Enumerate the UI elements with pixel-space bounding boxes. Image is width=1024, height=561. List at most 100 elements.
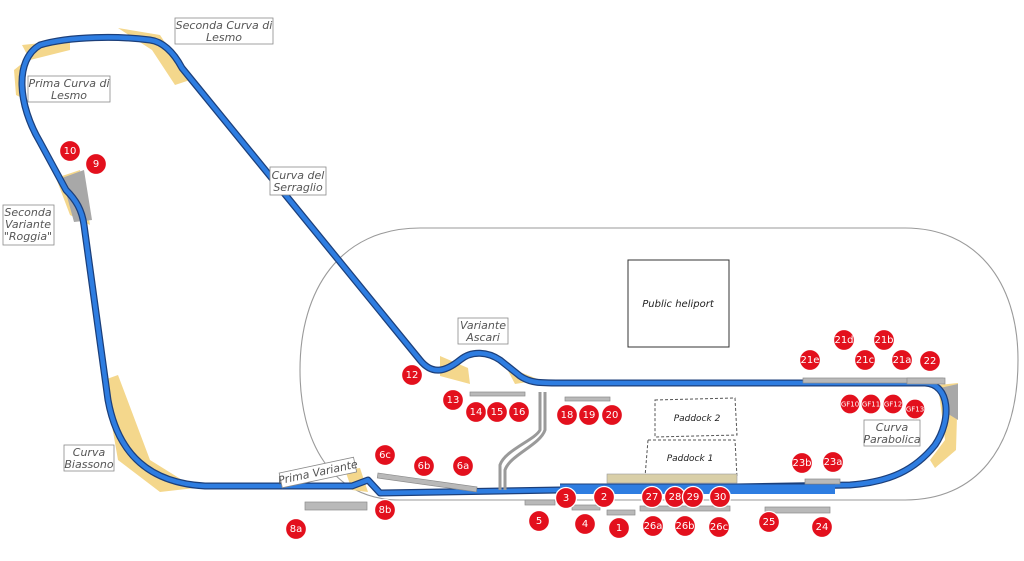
marker-21b: 21b <box>872 328 896 352</box>
marker-circle <box>810 515 834 539</box>
oval-boundary <box>299 227 1019 501</box>
svg-text:Lesmo: Lesmo <box>51 89 87 102</box>
marker-5: 5 <box>527 509 551 533</box>
marker-label: 27 <box>646 492 659 503</box>
marker-label: 16 <box>513 407 526 418</box>
corner-label-ascari: Variante Ascari <box>457 317 509 345</box>
marker-21d: 21d <box>832 328 856 352</box>
grandstands <box>304 377 946 516</box>
marker-circle <box>554 486 578 510</box>
marker-label: 14 <box>470 407 483 418</box>
marker-gf13: GF13 <box>904 398 926 420</box>
marker-circle <box>607 516 631 540</box>
svg-text:Ascari: Ascari <box>465 331 500 344</box>
marker-label: 6c <box>379 450 391 461</box>
marker-10: 10 <box>58 139 82 163</box>
runoff-areas <box>14 28 958 492</box>
marker-label: 6a <box>457 461 470 472</box>
svg-text:Curva del: Curva del <box>272 169 325 182</box>
marker-26b: 26b <box>673 514 697 538</box>
track-outline <box>18 33 950 497</box>
marker-circle <box>507 400 531 424</box>
marker-23b: 23b <box>790 451 814 475</box>
marker-label: 18 <box>561 410 574 421</box>
svg-text:Variante: Variante <box>460 319 506 332</box>
marker-24: 24 <box>810 515 834 539</box>
heliport-label: Public heliport <box>642 299 715 310</box>
marker-label: 21b <box>874 335 893 346</box>
marker-label: 20 <box>606 410 619 421</box>
marker-gf11: GF11 <box>860 393 882 415</box>
corner-label-parabolica: Curva Parabolica <box>863 419 921 447</box>
marker-circle <box>58 139 82 163</box>
marker-circle <box>708 485 732 509</box>
marker-16: 16 <box>507 400 531 424</box>
marker-gf12: GF12 <box>882 393 904 415</box>
marker-circle <box>681 485 705 509</box>
marker-2: 2 <box>592 485 616 509</box>
marker-circle <box>485 400 509 424</box>
marker-label: 28 <box>669 492 682 503</box>
marker-label: 13 <box>447 395 460 406</box>
marker-circle <box>790 451 814 475</box>
marker-label: 21c <box>856 355 874 366</box>
service-road <box>498 392 547 490</box>
marker-6b: 6b <box>412 454 436 478</box>
marker-label: GF10 <box>841 401 859 409</box>
marker-label: 24 <box>816 522 829 533</box>
marker-label: 4 <box>582 519 588 530</box>
marker-label: 21d <box>834 335 853 346</box>
svg-text:Serraglio: Serraglio <box>273 181 323 194</box>
marker-6c: 6c <box>373 443 397 467</box>
marker-circle <box>821 450 845 474</box>
marker-circle <box>640 485 664 509</box>
public-heliport <box>627 259 730 348</box>
marker-label: 21a <box>893 355 912 366</box>
marker-25: 25 <box>757 510 781 534</box>
marker-label: 29 <box>687 492 700 503</box>
marker-23a: 23a <box>821 450 845 474</box>
marker-26a: 26a <box>641 514 665 538</box>
marker-circle <box>673 514 697 538</box>
marker-9: 9 <box>84 152 108 176</box>
marker-circle <box>400 363 424 387</box>
marker-circle <box>412 454 436 478</box>
marker-circle <box>527 509 551 533</box>
track-surface <box>19 35 949 496</box>
marker-label: 19 <box>583 410 596 421</box>
marker-circle <box>890 348 914 372</box>
marker-circle <box>600 403 624 427</box>
svg-text:Parabolica: Parabolica <box>863 433 921 446</box>
marker-label: 21e <box>801 355 820 366</box>
paddock-1 <box>644 439 738 478</box>
marker-label: 26c <box>710 522 728 533</box>
svg-text:Curva: Curva <box>73 446 106 459</box>
marker-15: 15 <box>485 400 509 424</box>
svg-text:Prima Curva di: Prima Curva di <box>28 77 109 90</box>
marker-circle <box>798 348 822 372</box>
marker-circle <box>577 403 601 427</box>
marker-12: 12 <box>400 363 424 387</box>
marker-circle <box>284 517 308 541</box>
marker-21e: 21e <box>798 348 822 372</box>
corner-label-biassono: Curva Biassono <box>63 444 115 472</box>
svg-text:Curva: Curva <box>876 421 909 434</box>
marker-circle <box>853 348 877 372</box>
marker-label: 25 <box>763 517 776 528</box>
marker-circle <box>555 403 579 427</box>
paddock-2-label: Paddock 2 <box>674 414 721 424</box>
marker-circle <box>860 393 882 415</box>
marker-14: 14 <box>464 400 488 424</box>
marker-label: 8a <box>290 524 303 535</box>
marker-21a: 21a <box>890 348 914 372</box>
marker-circle <box>904 398 926 420</box>
paddock-2 <box>654 397 738 438</box>
marker-19: 19 <box>577 403 601 427</box>
marker-label: 10 <box>64 146 77 157</box>
marker-label: 30 <box>714 492 727 503</box>
marker-circle <box>84 152 108 176</box>
marker-circle <box>451 454 475 478</box>
svg-text:Seconda Curva di: Seconda Curva di <box>176 19 273 32</box>
marker-18: 18 <box>555 403 579 427</box>
marker-label: 5 <box>536 516 542 527</box>
